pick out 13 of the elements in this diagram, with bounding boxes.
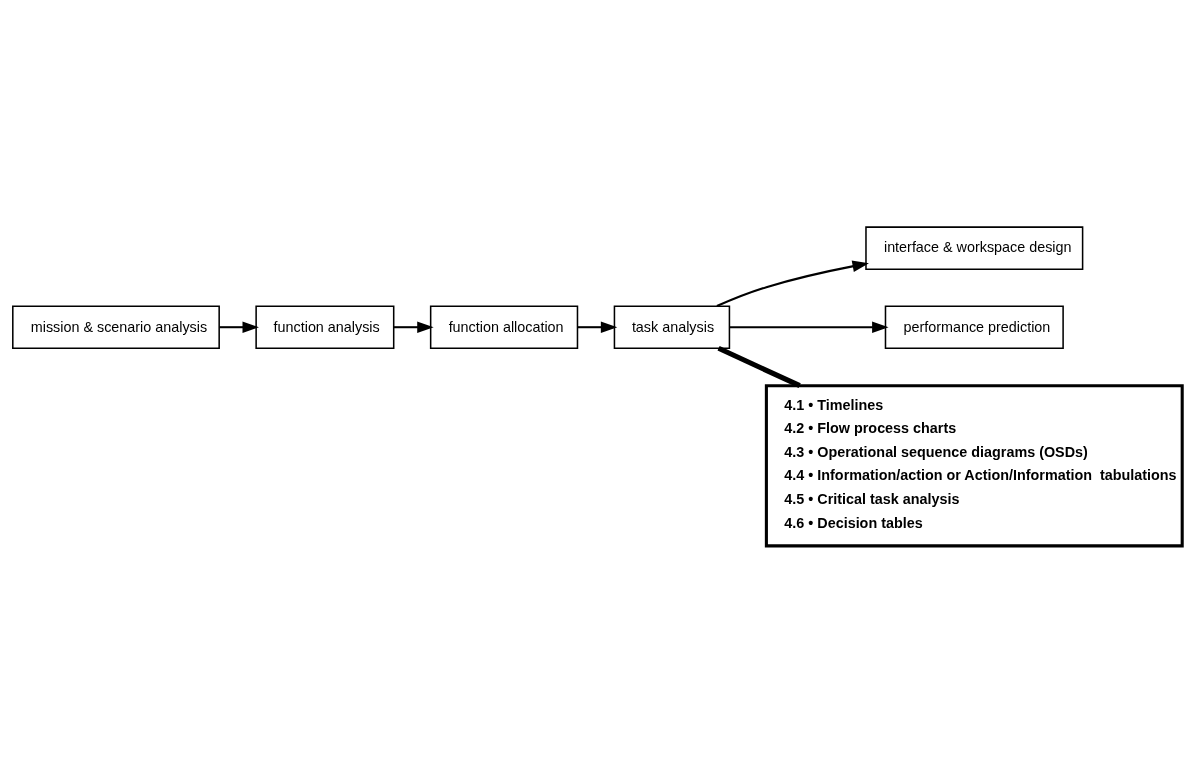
- arrow: [729, 320, 889, 333]
- node-box: function analysis: [255, 304, 395, 349]
- node-box: task analysis: [613, 304, 731, 349]
- arrow: [716, 260, 869, 307]
- node-box: function allocation: [429, 304, 579, 349]
- node-box: mission & scenario analysis: [12, 304, 220, 349]
- node-box: performance prediction: [884, 304, 1064, 349]
- arrow: [219, 320, 259, 333]
- node-box: 4.1 • Timelines 4.2 • Flow process charts 4.3 • Operational sequence diagrams (OSDs) 4.4 • Information/action or Action/Information tabulations 4.5 • Critical task analysis 4.6 • Decision tables: [764, 383, 1184, 547]
- connector: [717, 345, 801, 388]
- arrow: [393, 320, 434, 333]
- arrow: [577, 320, 618, 333]
- node-box: interface & workspace design: [865, 225, 1084, 270]
